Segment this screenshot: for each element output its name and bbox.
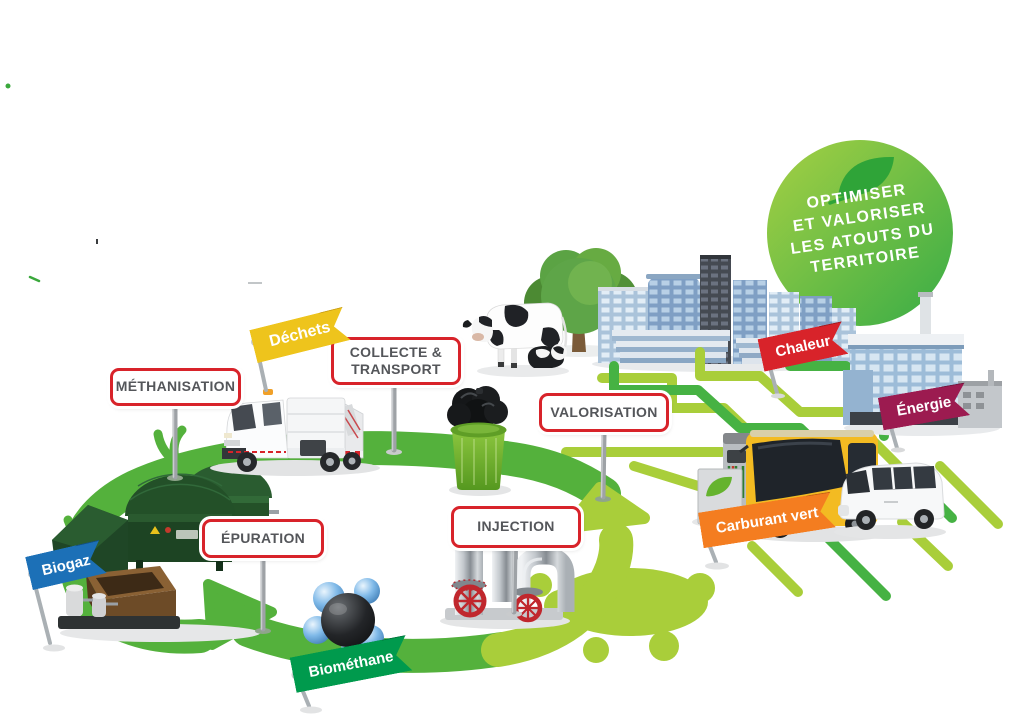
gas-pipes-valves <box>440 536 575 629</box>
scan-specks <box>5 83 262 284</box>
garbage-truck <box>210 389 380 476</box>
sign-poles <box>167 383 611 634</box>
methane-molecule <box>303 578 384 660</box>
sign-epuration: ÉPURATION <box>202 519 324 558</box>
sign-injection: INJECTION <box>451 506 581 548</box>
site-machinery <box>58 584 180 629</box>
flag-label: Biométhane <box>307 647 395 681</box>
green-bin-with-bag <box>447 386 511 496</box>
garbage-bag <box>447 386 508 433</box>
leaf-icon <box>838 156 894 197</box>
leaf-icon <box>706 476 732 497</box>
sign-methanisation: MÉTHANISATION <box>110 368 241 406</box>
headline-bubble <box>767 140 953 326</box>
cycle-arrowhead-up <box>562 482 650 533</box>
flag-label: Énergie <box>895 393 953 420</box>
digester-tanks <box>52 464 279 642</box>
sign-collecte-transport: COLLECTE & TRANSPORT <box>331 337 461 385</box>
valve-wheel <box>453 584 487 618</box>
city-buildings <box>592 255 856 372</box>
flag-label: Biogaz <box>40 551 92 579</box>
flag-label: Chaleur <box>773 332 833 361</box>
sign-valorisation: VALORISATION <box>539 393 669 432</box>
white-van <box>834 462 946 539</box>
cow-and-calf <box>462 302 569 377</box>
flag-label: Carburant vert <box>714 503 820 537</box>
flag-label: Déchets <box>267 318 333 351</box>
valve-wheel <box>513 593 543 623</box>
